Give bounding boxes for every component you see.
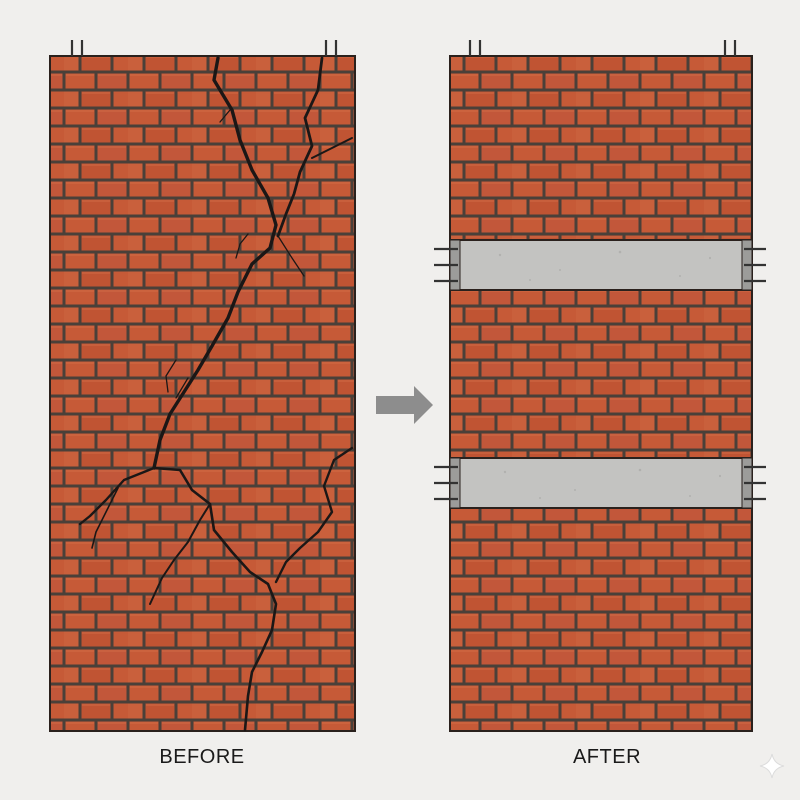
concrete-beam-upper — [434, 239, 766, 291]
beam-rebar-ends-lower — [434, 465, 766, 501]
before-caption: BEFORE — [159, 746, 245, 768]
before-wall — [49, 40, 356, 732]
crack-lines — [78, 56, 354, 732]
after-caption: AFTER — [572, 746, 642, 768]
sparkle-icon — [759, 753, 785, 779]
beam-rebar-ends-upper — [434, 247, 766, 283]
after-wall — [434, 40, 766, 732]
concrete-beam-lower — [434, 457, 766, 509]
rebar-stubs-before — [70, 40, 338, 56]
arrow-right-icon — [376, 386, 433, 424]
rebar-stubs-after — [468, 40, 737, 56]
